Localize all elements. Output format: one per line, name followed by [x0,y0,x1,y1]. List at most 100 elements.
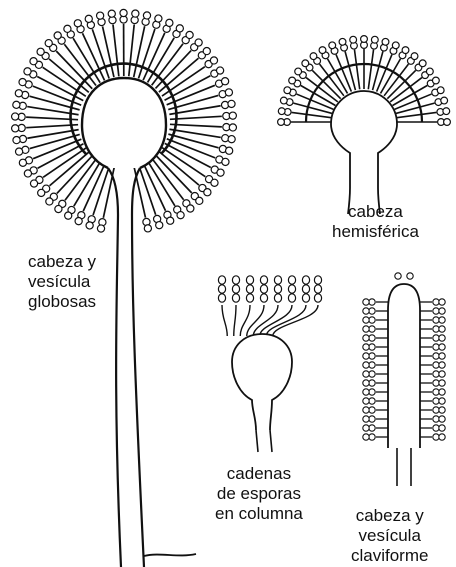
foot-cell [144,554,196,556]
conidium [439,326,445,332]
conidium [363,398,369,404]
conidium [369,344,375,350]
conidium [132,10,139,17]
conidium [432,77,439,84]
label-globose-head-vesicle: cabeza y vesícula globosas [28,252,96,312]
conidium [369,308,375,314]
label-line: vesícula [28,272,96,292]
conidium [439,416,445,422]
conidium [186,31,193,38]
conidium [433,380,439,386]
conidium [196,197,203,204]
conidium [433,317,439,323]
conidium [363,344,369,350]
conidium [156,222,163,229]
conidium [369,335,375,341]
conidium [24,68,31,75]
conidium [363,380,369,386]
conidium [246,276,253,284]
conidium [280,97,287,104]
conidium [143,12,150,19]
conidium [30,180,37,187]
conidium [426,68,433,75]
conidium [120,9,127,16]
conidium [369,353,375,359]
label-line: de esporas [215,484,303,504]
phialide [354,50,359,90]
conidium [24,170,31,177]
conidium [369,371,375,377]
conidium [260,294,267,302]
phialide [222,305,227,336]
conidium [363,362,369,368]
conidium [289,77,296,84]
conidium [433,299,439,305]
conidium [314,294,321,302]
conidium [439,344,445,350]
conidium [232,276,239,284]
conidium [302,60,309,67]
conidium [260,285,267,293]
conidium [203,47,210,54]
conidium [363,416,369,422]
conidium [228,100,235,107]
conidium [274,294,281,302]
label-line: cabeza [332,202,419,222]
stipe-left-wall [256,430,258,452]
conidium [13,136,20,143]
conidium [392,42,399,49]
conidium [210,57,217,64]
conidium [246,285,253,293]
conidium [433,434,439,440]
conidium [363,434,369,440]
conidium [433,335,439,341]
conidium [221,78,228,85]
conidium [350,36,357,43]
conidium [155,15,162,22]
conidium [225,89,232,96]
stipe-left-wall [108,168,121,567]
conidium [369,380,375,386]
conidium [218,276,225,284]
conidium [443,108,450,115]
conidium [369,434,375,440]
phialide [134,26,145,77]
conidium [369,362,375,368]
conidium [439,362,445,368]
conidium [226,147,233,154]
conidium [433,326,439,332]
conidium [288,294,295,302]
conidium [108,10,115,17]
conidium [167,217,174,224]
conidium [369,416,375,422]
conidium [439,389,445,395]
conidium [363,317,369,323]
conidium [216,67,223,74]
claviform-head-figure [363,273,445,486]
claviform-vesicle [388,284,420,448]
stipe-right-wall [270,430,272,452]
conidium [30,58,37,65]
conidium [260,276,267,284]
conidium [319,47,326,54]
conidium [302,276,309,284]
conidium [363,389,369,395]
conidium [85,15,92,22]
label-line: claviforme [351,546,428,566]
conidium [433,308,439,314]
conidium [288,276,295,284]
conidium [371,36,378,43]
conidium [274,276,281,284]
conidium [278,119,285,126]
conidium [439,299,445,305]
conidium [444,119,451,126]
conidium [46,198,53,205]
conidium [15,148,22,155]
conidium [232,294,239,302]
phialide [396,103,435,113]
conidium [204,189,211,196]
conidium [15,90,22,97]
phialide [129,25,134,77]
conidium [12,113,19,120]
